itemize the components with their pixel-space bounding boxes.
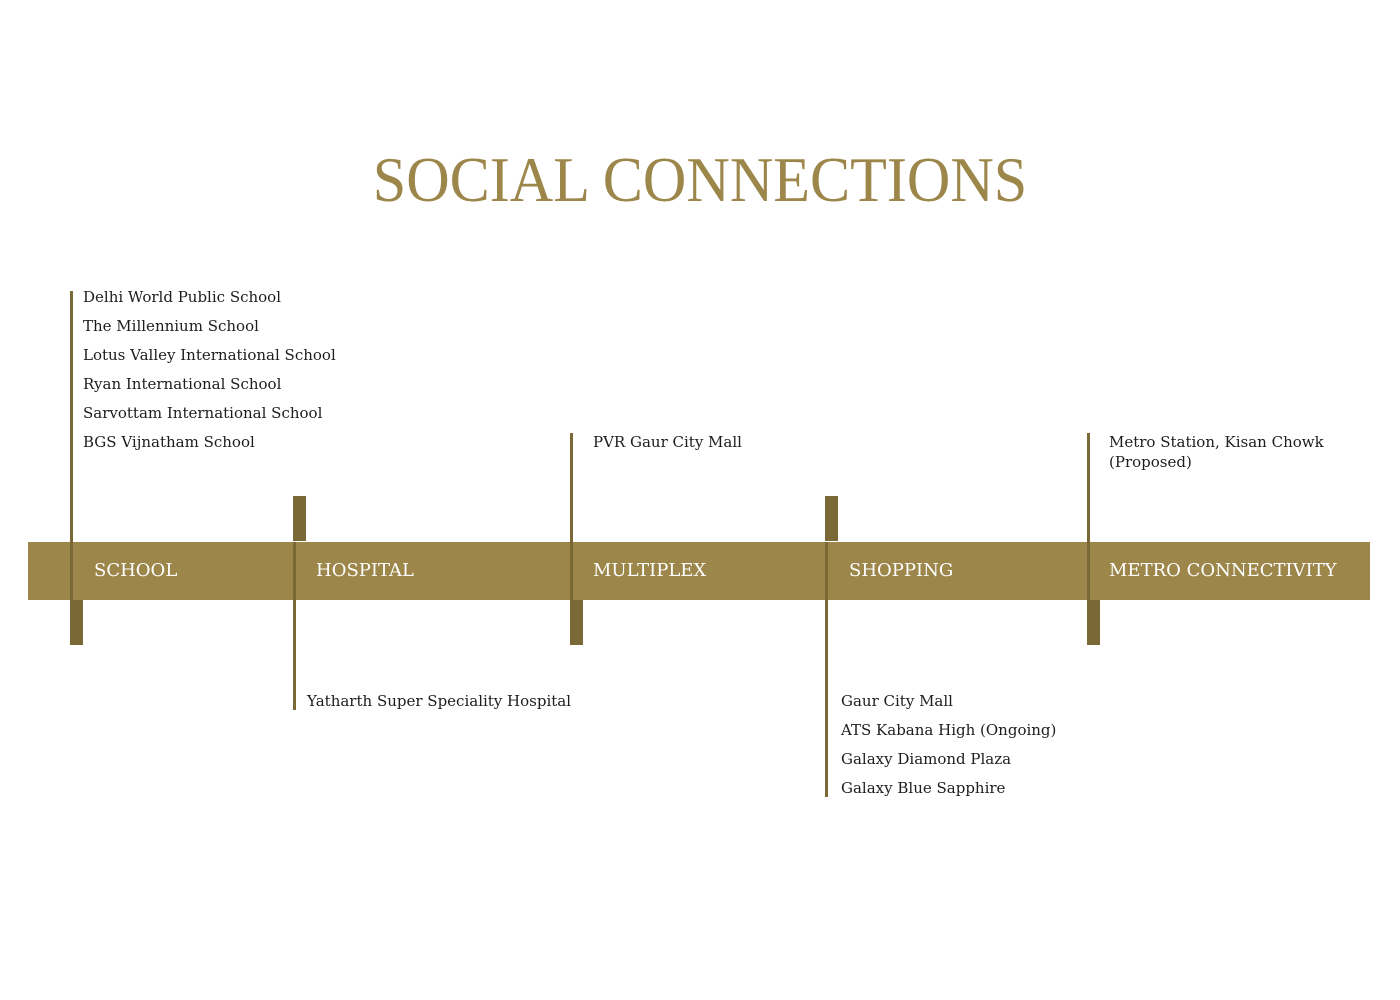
list-item: PVR Gaur City Mall	[593, 433, 742, 451]
school-label: SCHOOL	[94, 560, 178, 581]
hospital-connector-line	[293, 542, 296, 710]
timeline-band	[28, 542, 1370, 600]
hospital-label: HOSPITAL	[316, 560, 414, 581]
metro-connectivity-label: METRO CONNECTIVITY	[1109, 560, 1337, 581]
list-item: Gaur City Mall	[841, 692, 953, 710]
metro-connectivity-marker-block	[1087, 600, 1100, 645]
list-item: Sarvottam International School	[83, 404, 323, 422]
list-item: ATS Kabana High (Ongoing)	[841, 721, 1057, 739]
list-item: Yatharth Super Speciality Hospital	[307, 692, 572, 710]
list-item: Ryan International School	[83, 375, 282, 393]
multiplex-connector-line	[570, 433, 573, 600]
shopping-connector-line	[825, 542, 828, 797]
list-item: Galaxy Diamond Plaza	[841, 750, 1012, 768]
shopping-label: SHOPPING	[849, 560, 954, 581]
list-item: Galaxy Blue Sapphire	[841, 779, 1006, 797]
metro-connectivity-connector-line	[1087, 433, 1090, 600]
hospital-marker-block	[293, 496, 306, 541]
school-connector-line	[70, 291, 73, 600]
list-item: BGS Vijnatham School	[83, 433, 255, 451]
list-item: The Millennium School	[83, 317, 259, 335]
shopping-marker-block	[825, 496, 838, 541]
multiplex-label: MULTIPLEX	[593, 560, 707, 581]
list-item: Metro Station, Kisan Chowk	[1109, 433, 1324, 451]
list-item: Delhi World Public School	[83, 288, 282, 306]
list-item: Lotus Valley International School	[83, 346, 336, 364]
multiplex-marker-block	[570, 600, 583, 645]
page-title: SOCIAL CONNECTIONS	[372, 143, 1028, 215]
school-marker-block	[70, 600, 83, 645]
list-item: (Proposed)	[1109, 453, 1192, 471]
